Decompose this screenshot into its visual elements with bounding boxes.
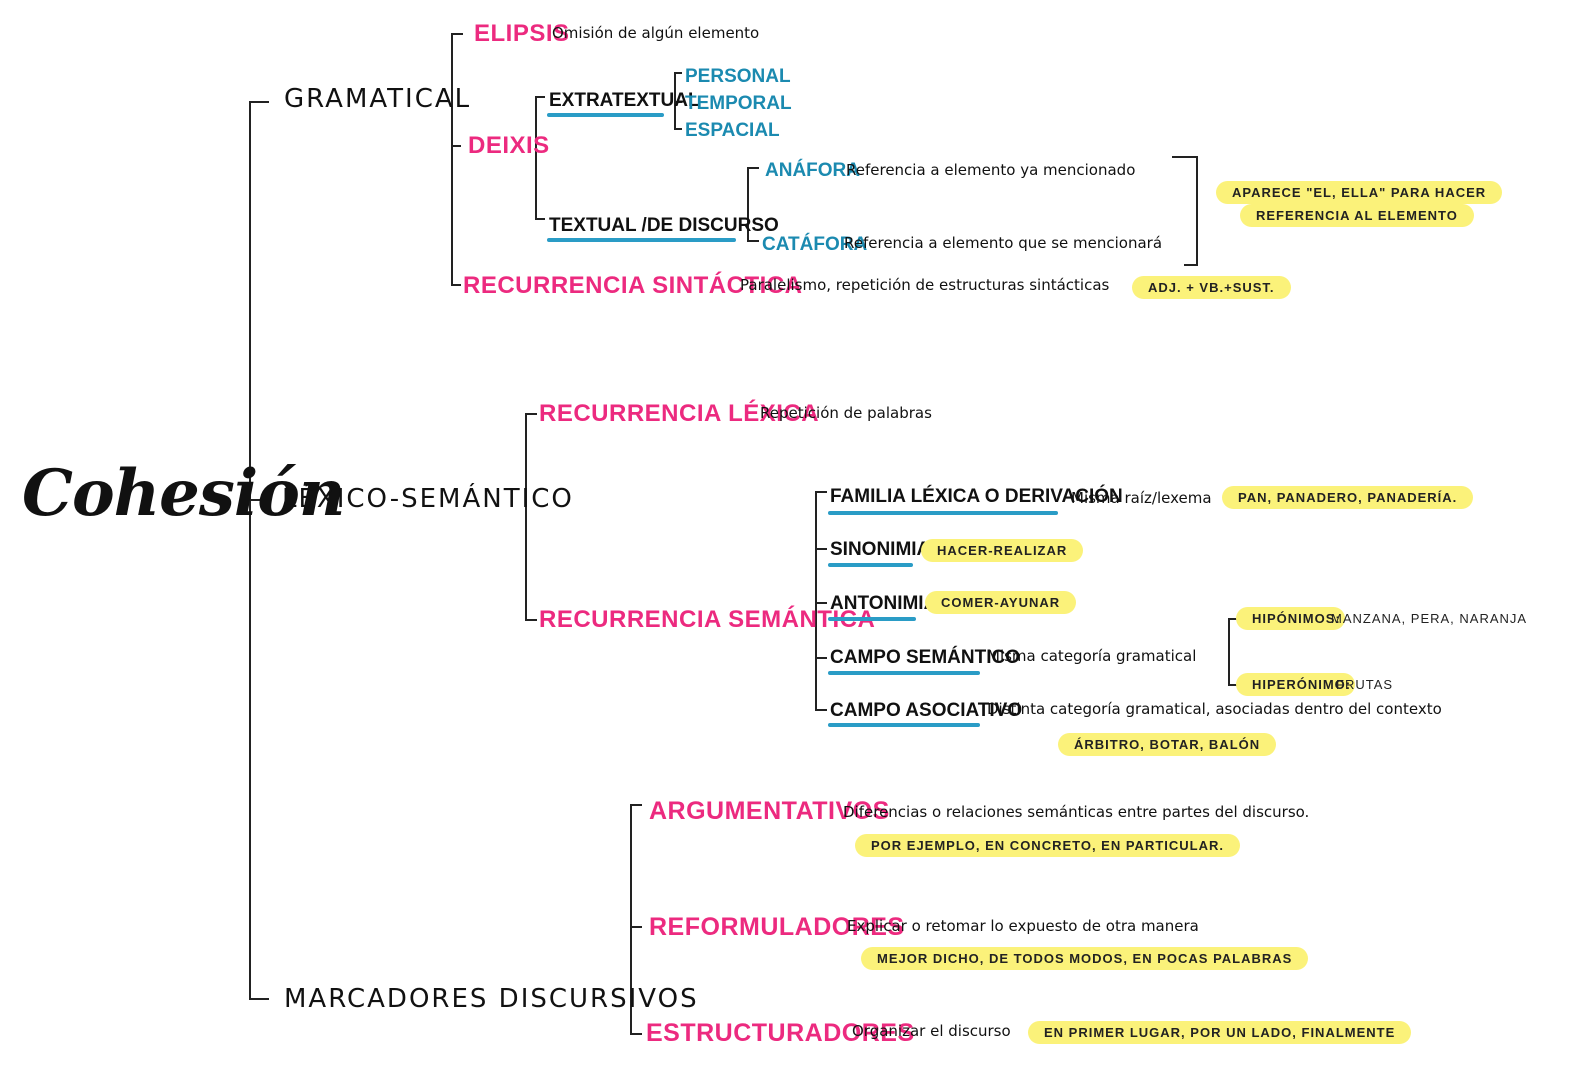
extratextual-item-temporal: TEMPORAL: [685, 93, 792, 114]
campo-asociativo-example: ÁRBITRO, BOTAR, BALÓN: [1058, 733, 1277, 756]
sinonimia-underline: [828, 563, 913, 567]
argumentativos-desc: Diferencias o relaciones semánticas entr…: [843, 803, 1310, 821]
hiperonimo-value: FRUTAS: [1336, 677, 1394, 692]
catafora-desc: Referencia a elemento que se mencionará: [844, 234, 1163, 252]
hiponimos-value: MANZANA, PERA, NARANJA: [1331, 611, 1528, 626]
gramatical-branch-elipsis: [451, 33, 463, 35]
semantica-bracket-vertical: [815, 491, 817, 711]
branch-gramatical: GRAMATICAL: [284, 84, 472, 114]
lexico-bracket-vertical: [525, 413, 527, 621]
extratextual-branch-3: [674, 128, 682, 130]
estructuradores-label: ESTRUCTURADORES: [646, 1019, 915, 1047]
campo-semantico-underline: [828, 671, 980, 675]
marcadores-bracket-vertical: [630, 804, 632, 1035]
lexico-branch-lexica: [525, 413, 537, 415]
estructuradores-desc: Organizar el discurso: [852, 1022, 1011, 1040]
deixis-label: DEIXIS: [468, 132, 550, 159]
campo-branch-hiponimos: [1228, 618, 1240, 620]
branch-marcadores-discursivos: MARCADORES DISCURSIVOS: [284, 984, 699, 1014]
textual-branch-catafora: [747, 240, 759, 242]
antonimia-example: COMER-AYUNAR: [925, 591, 1077, 614]
deixis-branch-textual: [535, 218, 545, 220]
campo-asociativo-underline: [828, 723, 980, 727]
extratextual-item-espacial: ESPACIAL: [685, 120, 780, 141]
branch-lexico-semantico: LÉXICO-SEMÁNTICO: [282, 484, 574, 514]
semantica-branch-familia: [815, 491, 827, 493]
marcadores-branch-estructuradores: [630, 1033, 642, 1035]
diagram-title: Cohesión: [22, 456, 345, 531]
recurrencia-sintactica-desc: Paralelismo, repetición de estructuras s…: [740, 276, 1110, 294]
semantica-branch-campo-semantico: [815, 657, 827, 659]
closing-bracket-top: [1172, 156, 1198, 158]
semantica-branch-antonimia: [815, 602, 827, 604]
closing-bracket-vertical: [1196, 156, 1198, 266]
extratextual-branch-2: [674, 101, 682, 103]
argumentativos-label: ARGUMENTATIVOS: [649, 797, 890, 825]
root-branch-marcadores: [249, 998, 269, 1000]
root-branch-gramatical: [249, 101, 269, 103]
extratextual-item-personal: PERSONAL: [685, 66, 791, 87]
textual-bracket-vertical: [747, 167, 749, 242]
reformuladores-label: REFORMULADORES: [649, 913, 905, 941]
textual-underline: [547, 238, 736, 242]
anafora-desc: Referencia a elemento ya mencionado: [846, 161, 1136, 179]
familia-desc: Misma raíz/lexema: [1071, 489, 1212, 507]
anafora-label: ANÁFORA: [765, 160, 860, 181]
lexico-branch-semantica: [525, 619, 537, 621]
campo-semantico-label: CAMPO SEMÁNTICO: [830, 647, 1020, 668]
textual-branch-anafora: [747, 167, 759, 169]
semantica-branch-sinonimia: [815, 548, 827, 550]
extratextual-branch-1: [674, 72, 682, 74]
extratextual-underline: [547, 113, 664, 117]
familia-example: PAN, PANADERO, PANADERÍA.: [1222, 486, 1474, 509]
closing-bracket-bottom: [1184, 264, 1198, 266]
semantica-branch-campo-asociativo: [815, 709, 827, 711]
argumentativos-example: POR EJEMPLO, EN CONCRETO, EN PARTICULAR.: [855, 834, 1240, 857]
recurrencia-sintactica-label: RECURRENCIA SINTÁCTICA: [463, 272, 803, 299]
reformuladores-example: MEJOR DICHO, DE TODOS MODOS, EN POCAS PA…: [861, 947, 1309, 970]
campo-asociativo-desc: Distinta categoría gramatical, asociadas…: [987, 700, 1442, 718]
familia-label: FAMILIA LÉXICA O DERIVACIÓN: [830, 486, 1123, 507]
gramatical-branch-recurrencia: [451, 284, 461, 286]
reformuladores-desc: Explicar o retomar lo expuesto de otra m…: [847, 917, 1199, 935]
sinonimia-label: SINONIMIA: [830, 539, 931, 560]
root-branch-lexico: [249, 499, 269, 501]
elipsis-label: ELIPSIS: [474, 20, 570, 47]
recurrencia-lexica-label: RECURRENCIA LÉXICA: [539, 400, 820, 427]
recurrencia-semantica-label: RECURRENCIA SEMÁNTICA: [539, 606, 876, 633]
hiperonimo-label: HIPERÓNIMO:: [1236, 673, 1356, 696]
extratextual-label: EXTRATEXTUAL: [549, 90, 700, 111]
textual-note-line1: APARECE "EL, ELLA" PARA HACER: [1216, 181, 1503, 204]
recurrencia-sintactica-example: ADJ. + VB.+SUST.: [1132, 276, 1291, 299]
deixis-bracket-vertical: [535, 96, 537, 220]
marcadores-branch-reformuladores: [630, 926, 642, 928]
antonimia-underline: [828, 617, 916, 621]
marcadores-branch-argumentativos: [630, 804, 642, 806]
campo-semantico-desc: Misma categoría gramatical: [987, 647, 1197, 665]
gramatical-bracket-vertical: [451, 33, 453, 286]
deixis-branch-extratextual: [535, 96, 545, 98]
textual-note-line2: REFERENCIA AL ELEMENTO: [1240, 204, 1474, 227]
textual-label: TEXTUAL /DE DISCURSO: [549, 215, 779, 236]
estructuradores-example: EN PRIMER LUGAR, POR UN LADO, FINALMENTE: [1028, 1021, 1412, 1044]
antonimia-label: ANTONIMIA: [830, 593, 938, 614]
hiponimos-label: HIPÓNIMOS:: [1236, 607, 1345, 630]
familia-underline: [828, 511, 1058, 515]
catafora-label: CATÁFORA: [762, 234, 868, 255]
campo-bracket-vertical: [1228, 618, 1230, 686]
root-bracket-vertical: [249, 101, 251, 1000]
campo-branch-hiperonimo: [1228, 684, 1240, 686]
elipsis-desc: Omisión de algún elemento: [552, 24, 760, 42]
sinonimia-example: HACER-REALIZAR: [921, 539, 1084, 562]
campo-asociativo-label: CAMPO ASOCIATIVO: [830, 700, 1023, 721]
gramatical-branch-deixis: [451, 145, 461, 147]
recurrencia-lexica-desc: Repetición de palabras: [760, 404, 932, 422]
